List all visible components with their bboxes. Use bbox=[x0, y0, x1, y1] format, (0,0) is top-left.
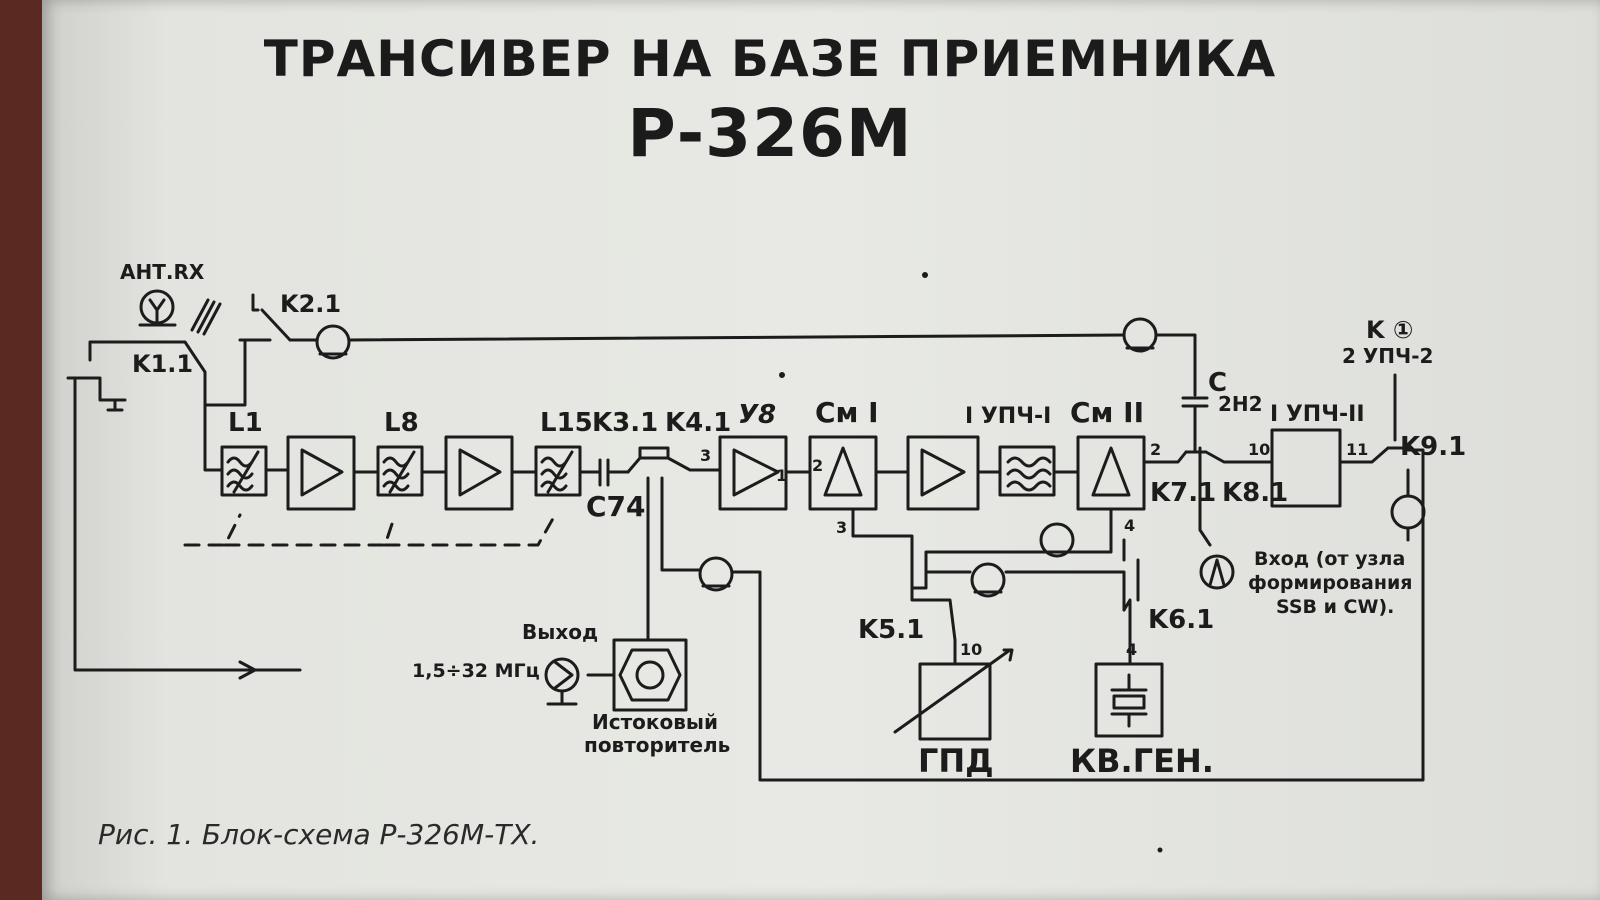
label-k2-1: K2.1 bbox=[280, 290, 342, 318]
label-source-follower-1: Истоковый bbox=[592, 710, 718, 734]
label-c-value: 2Н2 bbox=[1218, 392, 1263, 416]
pin-label: 10 bbox=[960, 640, 983, 659]
label-k8-1: K8.1 bbox=[1222, 478, 1289, 508]
label-cm2: См II bbox=[1070, 396, 1145, 429]
label-k-ref-2: 2 УПЧ-2 bbox=[1342, 344, 1434, 368]
label-gpd: ГПД bbox=[918, 742, 994, 780]
coax-top-right bbox=[1122, 317, 1158, 353]
label-c74: C74 bbox=[586, 490, 646, 523]
label-cm1: См I bbox=[815, 396, 879, 429]
label-k-ref: K ① bbox=[1366, 316, 1414, 344]
label-output: Выход bbox=[522, 620, 599, 644]
label-k7-1: K7.1 bbox=[1150, 478, 1217, 508]
label-k9-1: K9.1 bbox=[1400, 432, 1467, 462]
capacitor-c74 bbox=[578, 458, 630, 487]
label-frequency: 1,5÷32 МГц bbox=[412, 660, 540, 682]
coax-lower bbox=[698, 556, 734, 592]
input-source bbox=[1199, 554, 1235, 590]
label-k3-1: K3.1 bbox=[592, 408, 659, 438]
pin-label: 4 bbox=[1124, 516, 1136, 535]
crystal-oscillator bbox=[1094, 662, 1164, 738]
coax-mid-2 bbox=[970, 562, 1006, 598]
pin-label: 10 bbox=[1248, 440, 1271, 459]
label-ant-rx: АНТ.RX bbox=[120, 260, 205, 284]
vfo-gpd bbox=[918, 662, 992, 741]
amplifier-2 bbox=[444, 435, 514, 511]
k7-1-k8-1-switch bbox=[1142, 446, 1274, 547]
pin-label: 2 bbox=[1150, 440, 1162, 459]
filter-l15 bbox=[534, 445, 582, 497]
label-l8: L8 bbox=[384, 408, 419, 438]
label-input-2: формирования bbox=[1248, 572, 1413, 594]
if-amp-upch2 bbox=[1270, 428, 1342, 508]
pin-label: 2 bbox=[812, 456, 824, 475]
filter-l1 bbox=[220, 445, 268, 497]
pin-label: 3 bbox=[836, 518, 848, 537]
coax-right bbox=[1390, 494, 1426, 530]
title-line-2: Р-326М bbox=[627, 95, 913, 172]
label-u8: У8 bbox=[738, 400, 777, 430]
capacitor-c2n2 bbox=[1181, 396, 1209, 452]
label-k6-1: K6.1 bbox=[1148, 605, 1215, 635]
label-upch2: I УПЧ-II bbox=[1270, 402, 1365, 427]
pin-label: 4 bbox=[1126, 640, 1138, 659]
pin-label: 11 bbox=[1346, 440, 1369, 459]
filter-l8 bbox=[376, 445, 424, 497]
coax-top-left bbox=[315, 324, 351, 360]
k3-1-k4-1-switch bbox=[626, 446, 722, 474]
label-k4-1: K4.1 bbox=[665, 408, 732, 438]
k2-1-switch bbox=[203, 293, 292, 407]
k1-1-switch bbox=[88, 340, 224, 472]
label-input-1: Вход (от узла bbox=[1254, 548, 1406, 570]
amplifier-1 bbox=[286, 435, 356, 511]
amplifier-if bbox=[906, 435, 980, 511]
label-upch1: I УПЧ-I bbox=[965, 404, 1052, 429]
coax-mid-1 bbox=[1039, 522, 1075, 558]
label-c: C bbox=[1208, 368, 1228, 398]
pin-label: 1 bbox=[776, 466, 788, 485]
label-input-3: SSB и CW). bbox=[1276, 596, 1395, 618]
figure-caption: Рис. 1. Блок-схема Р-326М-ТХ. bbox=[98, 818, 540, 851]
label-l1: L1 bbox=[228, 408, 263, 438]
pin-label: 3 bbox=[700, 446, 712, 465]
title-line-1: ТРАНСИВЕР НА БАЗЕ ПРИЕМНИКА bbox=[263, 30, 1277, 88]
return-line bbox=[73, 378, 302, 672]
antenna-symbol bbox=[138, 289, 222, 336]
label-k1-1: K1.1 bbox=[132, 350, 194, 378]
label-source-follower-2: повторитель bbox=[584, 733, 731, 757]
label-l15: L15 bbox=[540, 408, 593, 438]
label-k5-1: K5.1 bbox=[858, 615, 925, 645]
label-kv-gen: КВ.ГЕН. bbox=[1070, 742, 1214, 780]
